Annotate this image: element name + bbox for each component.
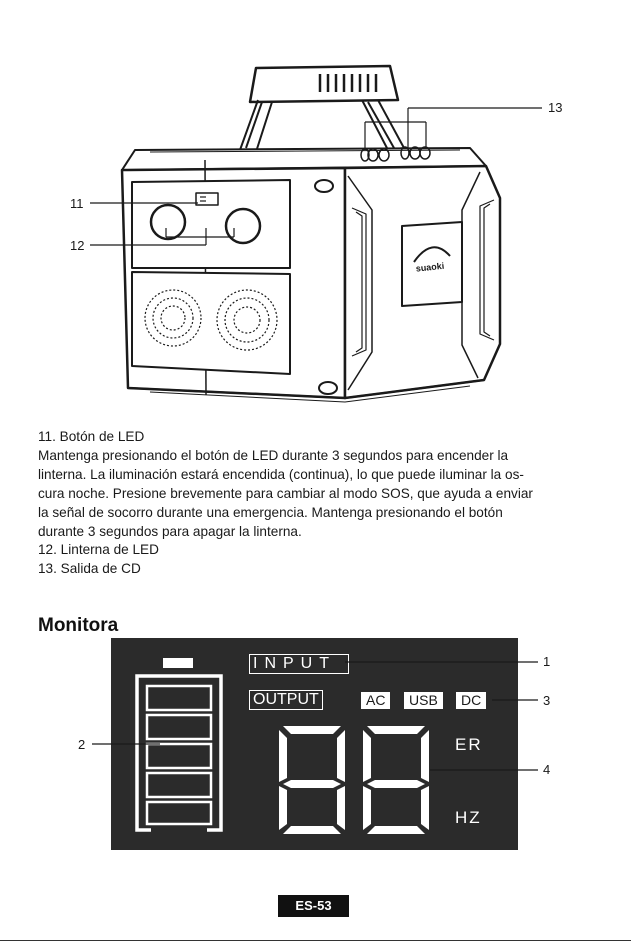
seven-segment-digits	[279, 726, 429, 834]
port-usb-indicator: USB	[404, 692, 443, 709]
port-dc-indicator: DC	[456, 692, 487, 709]
port-ac-indicator: AC	[361, 692, 391, 709]
input-indicator: INPUT	[249, 654, 349, 674]
unit-er-indicator: ER	[455, 735, 483, 754]
battery-icon	[135, 658, 429, 834]
item-11-line-2: linterna. La iluminación estará encendid…	[38, 466, 524, 482]
unit-hz-indicator: HZ	[455, 808, 482, 827]
description-block: 11. Botón de LED Mantenga presionando el…	[38, 428, 598, 579]
monitor-callout-1: 1	[543, 654, 551, 669]
battery-segments	[145, 684, 213, 826]
item-11-title: 11. Botón de LED	[38, 429, 145, 444]
section-title: Monitora	[38, 615, 119, 636]
callout-11: 11	[70, 196, 84, 211]
monitor-callout-4: 4	[543, 762, 551, 777]
item-11-line-1: Mantenga presionando el botón de LED dur…	[38, 447, 509, 463]
callout-13: 13	[548, 100, 563, 115]
output-indicator: OUTPUT	[249, 690, 323, 710]
footer-rule	[0, 940, 631, 941]
monitor-callout-2: 2	[78, 737, 86, 752]
item-12: 12. Linterna de LED	[38, 542, 159, 558]
item-11-line-3: cura noche. Presione brevemente para cam…	[38, 485, 533, 501]
power-station-illustration: suaoki	[90, 64, 542, 403]
page-number-badge: ES-53	[278, 895, 349, 917]
item-11-line-4: la señal de socorro durante una emergenc…	[38, 504, 503, 520]
item-11-line-5: durante 3 segundos para apagar la linter…	[38, 523, 302, 539]
callout-12: 12	[70, 238, 85, 253]
lcd-callout-lines	[92, 661, 538, 771]
product-logo-text: suaoki	[415, 261, 444, 274]
item-13: 13. Salida de CD	[38, 561, 141, 577]
lcd-display: INPUT OUTPUT AC USB DC ER HZ	[111, 638, 518, 850]
monitor-callout-3: 3	[543, 693, 551, 708]
